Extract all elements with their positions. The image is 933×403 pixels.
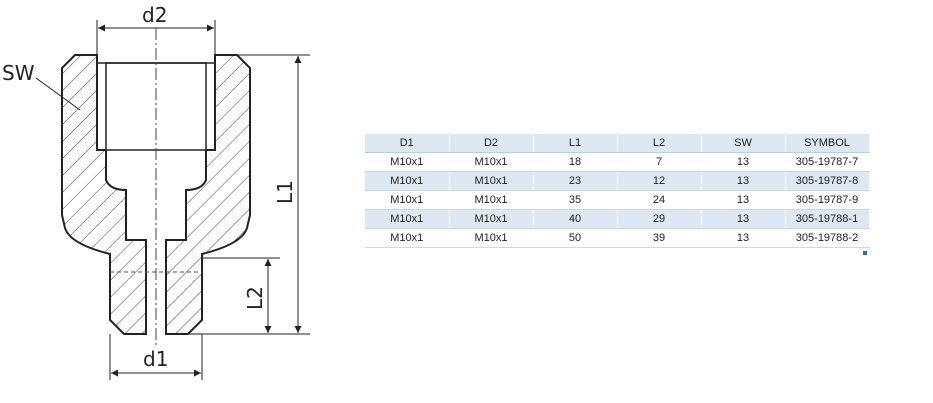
cell-l1: 35 — [533, 190, 618, 210]
cell-d2: M10x1 — [449, 209, 534, 229]
cell-sw: 13 — [701, 152, 786, 172]
table-row: M10x1 M10x1 23 12 13 305-19787-8 — [365, 171, 870, 191]
cell-d1: M10x1 — [365, 152, 450, 172]
cell-sw: 13 — [701, 190, 786, 210]
cell-l1: 18 — [533, 152, 618, 172]
cell-symbol: 305-19787-7 — [785, 152, 870, 172]
d2-label: d2 — [142, 3, 167, 27]
cell-l2: 24 — [617, 190, 702, 210]
technical-drawing: d2 SW L1 L2 d1 — [2, 3, 310, 380]
header-symbol: SYMBOL — [785, 134, 870, 153]
header-sw: SW — [701, 134, 786, 153]
cell-l2: 39 — [617, 228, 702, 248]
cell-d2: M10x1 — [449, 152, 534, 172]
section-right-wall — [165, 54, 251, 335]
sw-label: SW — [2, 61, 35, 85]
cell-symbol: 305-19787-8 — [785, 171, 870, 191]
cell-l2: 29 — [617, 209, 702, 229]
cell-symbol: 305-19788-1 — [785, 209, 870, 229]
cell-sw: 13 — [701, 171, 786, 191]
cell-d1: M10x1 — [365, 209, 450, 229]
l2-label: L2 — [243, 286, 267, 310]
cell-d1: M10x1 — [365, 171, 450, 191]
cell-d1: M10x1 — [365, 228, 450, 248]
d1-label: d1 — [143, 347, 168, 371]
header-d1: D1 — [365, 134, 450, 153]
resize-handle-icon — [863, 251, 867, 255]
cell-sw: 13 — [701, 209, 786, 229]
spec-table: D1 D2 L1 L2 SW SYMBOL M10x1 M10x1 18 7 1… — [365, 134, 870, 248]
cell-d1: M10x1 — [365, 190, 450, 210]
sw-leader — [35, 77, 81, 111]
header-l2: L2 — [617, 134, 702, 153]
cell-l2: 7 — [617, 152, 702, 172]
cell-symbol: 305-19787-9 — [785, 190, 870, 210]
table-row: M10x1 M10x1 18 7 13 305-19787-7 — [365, 152, 870, 172]
table-row: M10x1 M10x1 35 24 13 305-19787-9 — [365, 190, 870, 210]
cell-l1: 50 — [533, 228, 618, 248]
header-d2: D2 — [449, 134, 534, 153]
cell-symbol: 305-19788-2 — [785, 228, 870, 248]
cell-d2: M10x1 — [449, 228, 534, 248]
cell-l1: 23 — [533, 171, 618, 191]
table-header-row: D1 D2 L1 L2 SW SYMBOL — [365, 134, 870, 153]
cell-d2: M10x1 — [449, 190, 534, 210]
header-l1: L1 — [533, 134, 618, 153]
table-row: M10x1 M10x1 40 29 13 305-19788-1 — [365, 209, 870, 229]
cell-l2: 12 — [617, 171, 702, 191]
cell-d2: M10x1 — [449, 171, 534, 191]
l1-label: L1 — [273, 180, 297, 204]
cell-l1: 40 — [533, 209, 618, 229]
table-row: M10x1 M10x1 50 39 13 305-19788-2 — [365, 228, 870, 248]
cell-sw: 13 — [701, 228, 786, 248]
